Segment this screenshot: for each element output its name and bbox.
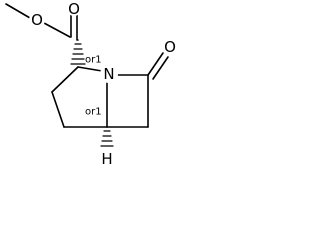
bond-lactam-double-b (152, 56, 169, 80)
stereo-label-c5: or1 (85, 107, 102, 118)
bond-lactam-double-a (147, 52, 164, 76)
molecule-structure: O O N O H or1 or1 (5, 0, 178, 168)
hashed-wedge-c5-h (100, 130, 114, 147)
bond-c3-c4 (51, 91, 65, 128)
atom-lactam-oxygen: O (164, 38, 176, 56)
atom-bridgehead-hydrogen: H (101, 150, 112, 168)
bond-c2-c3 (51, 66, 79, 93)
atom-carbonyl-oxygen: O (68, 0, 80, 18)
bond-c2-n (77, 66, 103, 72)
atom-ester-oxygen: O (31, 11, 43, 29)
bond-methyl-o (5, 3, 31, 19)
bond-o-carbonyl (43, 22, 71, 38)
atom-ring-nitrogen: N (103, 65, 114, 83)
hashed-wedge-c2-ester (70, 39, 86, 65)
stereo-label-c2: or1 (85, 55, 102, 66)
